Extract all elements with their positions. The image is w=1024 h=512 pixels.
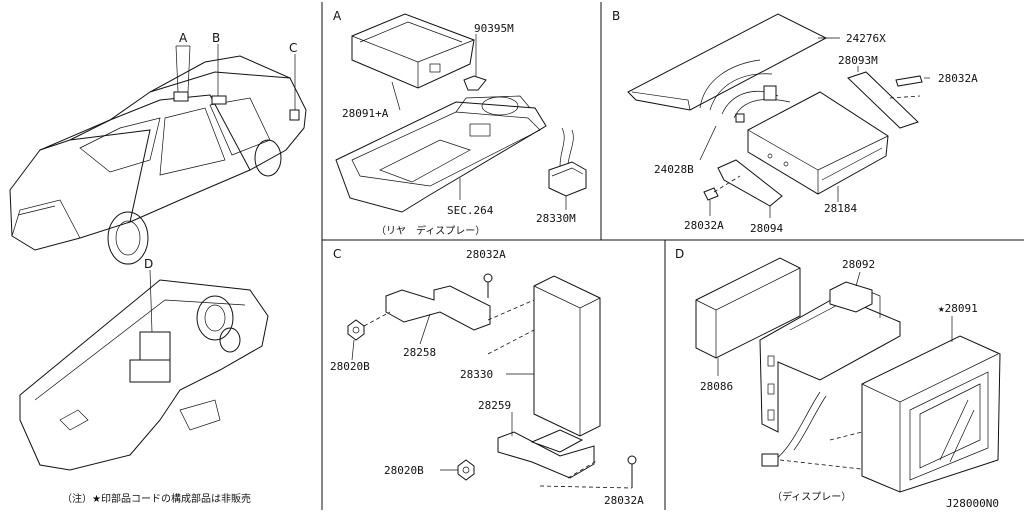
part-28020b-c2: 28020B	[384, 464, 424, 477]
diagram-code: J28000N0	[946, 497, 999, 510]
part-28092: 28092	[842, 258, 875, 271]
part-28091: ★28091	[938, 302, 978, 315]
section-a-letter: A	[333, 9, 342, 23]
section-a-parts	[335, 13, 587, 213]
part-28259: 28259	[478, 399, 511, 412]
section-d-letter: D	[675, 247, 684, 261]
part-28258: 28258	[403, 346, 436, 359]
part-24028b: 24028B	[654, 163, 694, 176]
part-28032a-b2: 28032A	[684, 219, 724, 232]
section-b-letter: B	[612, 9, 620, 23]
callout-d: D	[144, 257, 153, 271]
section-a-caption: （リヤ ディスプレー）	[376, 224, 485, 237]
vehicle-illustration	[9, 44, 307, 265]
part-28091a: 28091+A	[342, 107, 389, 120]
part-28093m: 28093M	[838, 54, 878, 67]
section-d-parts	[695, 257, 1001, 493]
section-c-letter: C	[333, 247, 341, 261]
part-28032a-c2: 28032A	[604, 494, 644, 507]
section-c-parts	[347, 273, 637, 489]
dashboard-illustration	[19, 269, 269, 471]
part-90395m: 90395M	[474, 22, 514, 35]
panel-frames	[321, 2, 1024, 510]
part-24276x: 24276X	[846, 32, 886, 45]
part-28184: 28184	[824, 202, 857, 215]
part-28086: 28086	[700, 380, 733, 393]
footnote: （注）★印部品コードの構成部品は非販売	[62, 492, 251, 505]
section-b-parts	[627, 13, 930, 218]
section-d-caption: （ディスプレー）	[772, 490, 851, 503]
part-28020b-c1: 28020B	[330, 360, 370, 373]
part-28094: 28094	[750, 222, 783, 235]
callout-c: C	[289, 41, 297, 55]
part-sec264: SEC.264	[447, 204, 494, 217]
part-28032a-b1: 28032A	[938, 72, 978, 85]
callout-b: B	[212, 31, 220, 45]
part-28330: 28330	[460, 368, 493, 381]
part-28032a-c1: 28032A	[466, 248, 506, 261]
part-28330m: 28330M	[536, 212, 576, 225]
callout-a: A	[179, 31, 188, 45]
